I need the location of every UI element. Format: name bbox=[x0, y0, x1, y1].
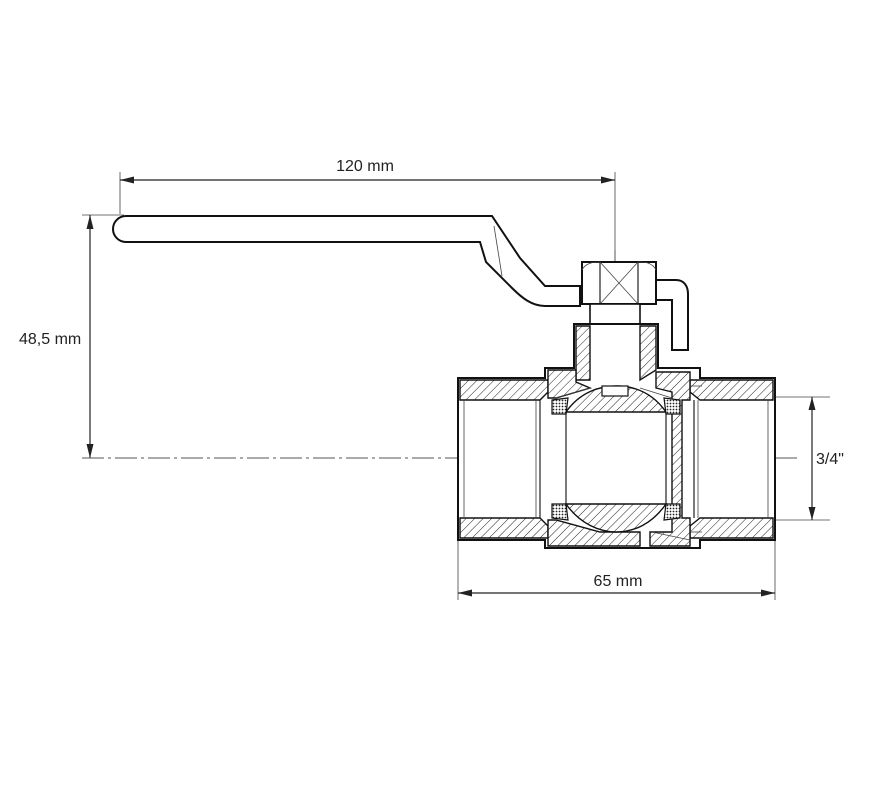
dimension-thread-size: 3/4" bbox=[770, 396, 844, 521]
lever-handle bbox=[112, 215, 689, 351]
dimension-height: 48,5 mm bbox=[19, 214, 124, 458]
dimension-label-thread-size: 3/4" bbox=[816, 451, 844, 468]
dimension-handle-length: 120 mm bbox=[119, 158, 616, 262]
dimension-body-length: 65 mm bbox=[457, 540, 776, 600]
stem-detail-lines bbox=[555, 387, 691, 541]
dimension-label-handle-length: 120 mm bbox=[336, 158, 394, 175]
valve-body bbox=[457, 323, 776, 549]
dimension-label-height: 48,5 mm bbox=[19, 331, 81, 348]
stem-nut bbox=[581, 261, 657, 305]
ball-seals bbox=[551, 397, 681, 521]
dimension-label-body-length: 65 mm bbox=[594, 573, 643, 590]
valve-ball bbox=[564, 385, 668, 533]
